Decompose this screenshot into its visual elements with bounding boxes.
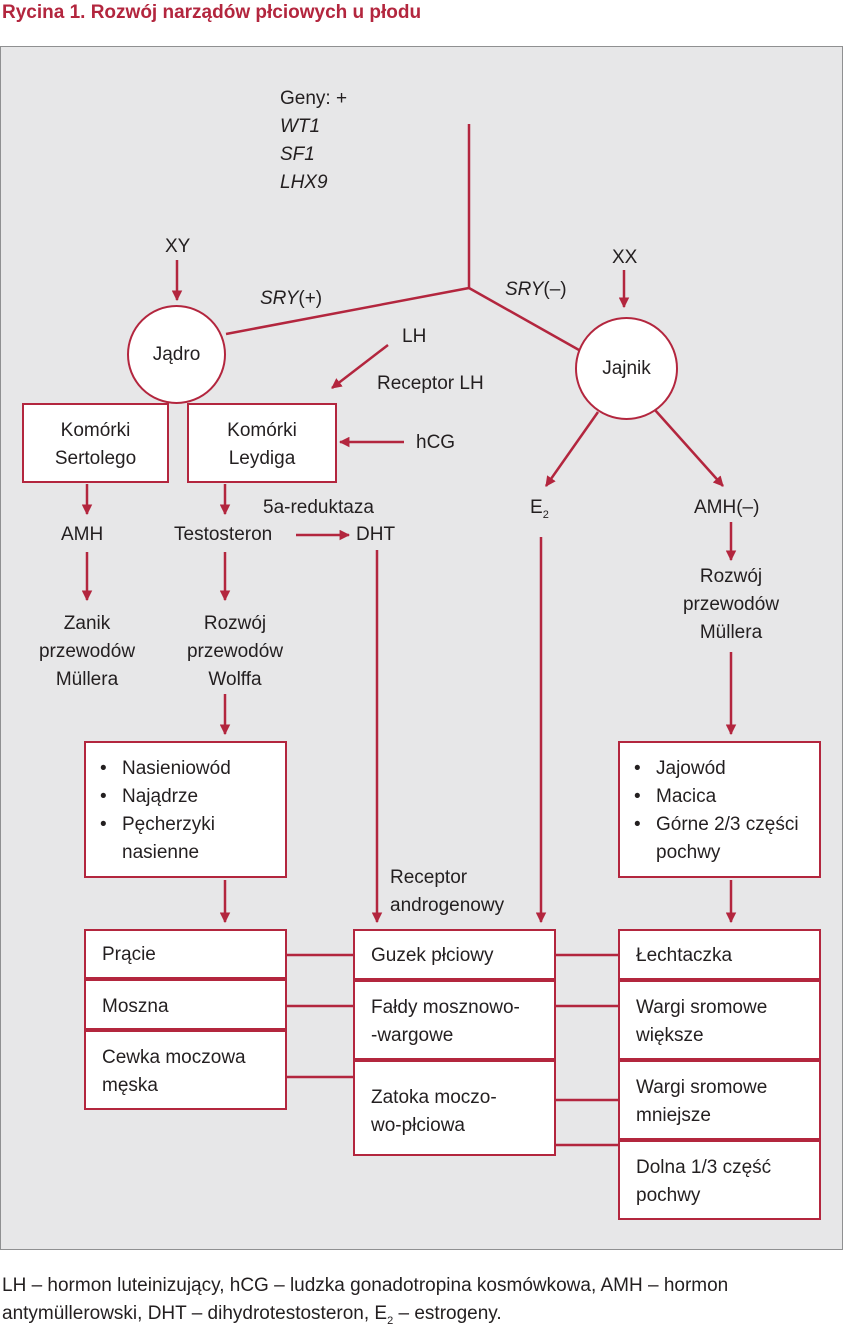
sertoli-line-1: Komórki: [60, 420, 131, 441]
external-urogenital-sinus: Zatoka moczo- wo-płciowa: [353, 1060, 556, 1156]
sertoli-cells-box: Komórki Sertolego: [22, 403, 169, 483]
branch-sry-negative: [468, 286, 580, 352]
external-female-labia-majora: Wargi sromowe większe: [618, 980, 821, 1060]
male-internal-box: •Nasieniowód •Najądrze •Pęcherzyki nasie…: [84, 741, 287, 878]
gene-lhx9: LHX9: [280, 172, 328, 193]
list-item: •Najądrze: [100, 786, 199, 807]
testis-label: Jądro: [152, 343, 201, 365]
leydig-cells-box: Komórki Leydiga: [187, 403, 337, 483]
hcg-label: hCG: [416, 432, 456, 453]
external-male-urethra: Cewka moczowa męska: [84, 1030, 287, 1110]
arrow-e2: [544, 411, 600, 487]
gene-sf1: SF1: [280, 144, 315, 165]
list-item: •Jajowód: [634, 758, 726, 779]
amh-label: AMH: [61, 524, 104, 545]
gene-wt1: WT1: [280, 116, 321, 137]
karyotype-xx: XX: [612, 247, 638, 268]
figure-title: Rycina 1. Rozwój narządów płciowych u pł…: [2, 2, 422, 23]
dht-label: DHT: [356, 524, 396, 545]
list-item: •Pęcherzyki nasienne: [100, 814, 215, 863]
external-female-clitoris: Łechtaczka: [618, 929, 821, 980]
leydig-line-2: Leydiga: [228, 448, 296, 469]
reductase-label: 5a-reduktaza: [263, 497, 374, 518]
e2-label: E2: [530, 497, 549, 521]
external-male-scrotum: Moszna: [84, 979, 287, 1030]
list-item: •Górne 2/3 części pochwy: [634, 814, 799, 863]
ovary-node: Jajnik: [575, 317, 678, 420]
genes-label: Geny: +: [280, 88, 348, 109]
external-male-penis: Prącie: [84, 929, 287, 979]
testosterone-label: Testosteron: [174, 524, 273, 545]
branch-sry-positive: [225, 286, 470, 336]
leydig-line-1: Komórki: [227, 420, 297, 441]
external-labioscrotal-folds: Fałdy mosznowo- -wargowe: [353, 980, 556, 1060]
sry-negative-label: SRY(–): [505, 279, 567, 300]
list-item: •Macica: [634, 786, 717, 807]
external-genital-tubercle: Guzek płciowy: [353, 929, 556, 980]
lh-label: LH: [402, 326, 427, 347]
connector-lines: [81, 124, 737, 1147]
arrow-lh: [331, 344, 389, 389]
external-female-lower-vagina: Dolna 1/3 część pochwy: [618, 1140, 821, 1220]
ovary-label: Jajnik: [602, 357, 651, 379]
sertoli-line-2: Sertolego: [54, 448, 137, 469]
arrow-amh-neg: [654, 409, 724, 487]
external-female-labia-minora: Wargi sromowe mniejsze: [618, 1060, 821, 1140]
amh-negative-label: AMH(–): [694, 497, 760, 518]
list-item: •Nasieniowód: [100, 758, 231, 779]
sry-positive-label: SRY(+): [260, 288, 323, 309]
testis-node: Jądro: [127, 305, 226, 404]
female-internal-box: •Jajowód •Macica •Górne 2/3 części pochw…: [618, 741, 821, 878]
footnote: LH – hormon luteinizujący, hCG – ludzka …: [2, 1275, 729, 1327]
lh-receptor-label: Receptor LH: [377, 373, 484, 394]
karyotype-xy: XY: [165, 236, 191, 257]
